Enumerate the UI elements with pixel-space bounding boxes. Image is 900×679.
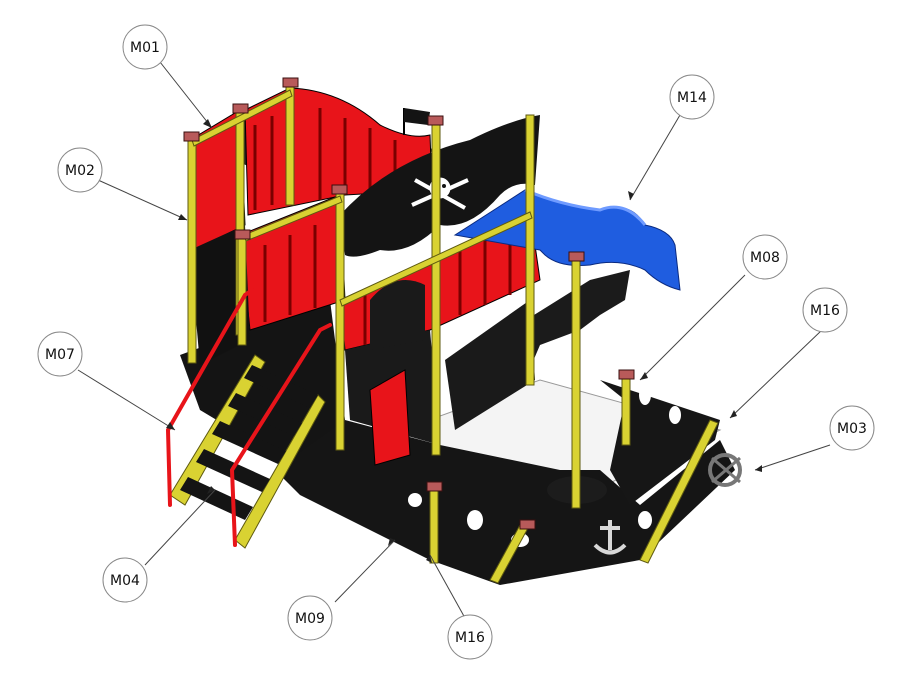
callout-m08: M08 — [742, 234, 788, 280]
callout-m03: M03 — [829, 405, 875, 451]
callout-m01-label: M01 — [130, 40, 160, 56]
post-caps — [183, 77, 635, 530]
callout-m02-label: M02 — [65, 163, 95, 179]
callout-m04-label: M04 — [110, 573, 140, 589]
callout-m16-upper: M16 — [802, 287, 848, 333]
slide — [453, 188, 681, 291]
flag-icon — [403, 108, 430, 135]
callout-m07-label: M07 — [45, 347, 75, 363]
callout-m16-upper-label: M16 — [810, 303, 840, 319]
callout-m16-lower-label: M16 — [455, 630, 485, 646]
callout-m16-lower: M16 — [447, 614, 493, 660]
leader-arrowheads — [166, 119, 762, 563]
steering-wheel-icon — [708, 453, 742, 487]
leader-lines — [77, 61, 831, 619]
callout-m03-label: M03 — [837, 421, 867, 437]
callout-m09: M09 — [287, 595, 333, 641]
callout-m02: M02 — [57, 147, 103, 193]
callout-m04: M04 — [102, 557, 148, 603]
callout-m07: M07 — [37, 331, 83, 377]
anchor-icon — [593, 520, 627, 555]
callout-m14: M14 — [669, 74, 715, 120]
callout-m08-label: M08 — [750, 250, 780, 266]
posts — [187, 84, 719, 584]
callout-m01: M01 — [122, 24, 168, 70]
handrails — [165, 288, 332, 547]
climbing-panel — [369, 369, 411, 466]
callout-m09-label: M09 — [295, 611, 325, 627]
callout-m14-label: M14 — [677, 90, 707, 106]
